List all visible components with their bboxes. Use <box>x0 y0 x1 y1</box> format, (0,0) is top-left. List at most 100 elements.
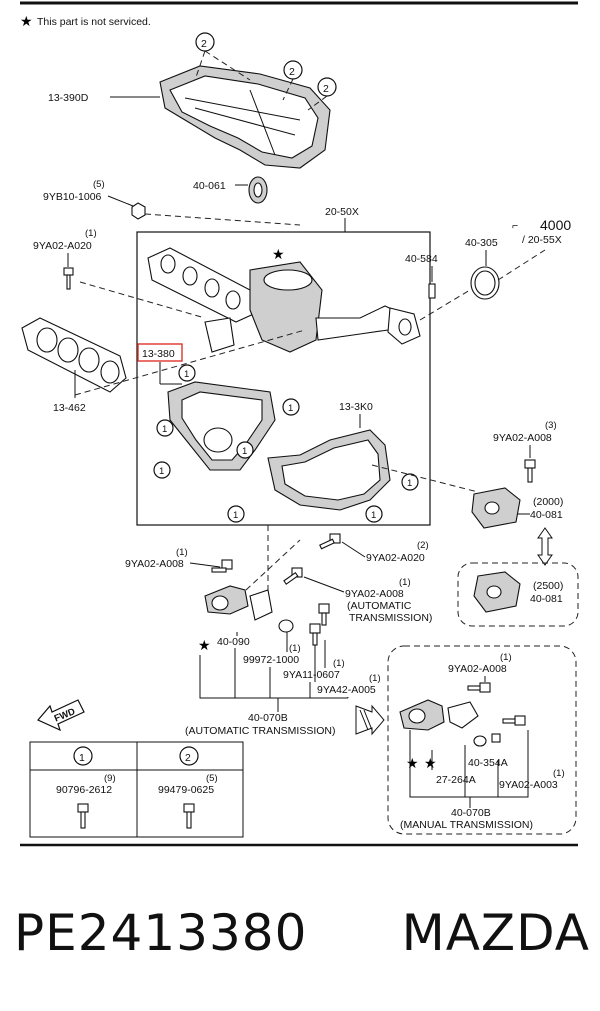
svg-text:1: 1 <box>184 369 189 380</box>
exhaust-manifold-parts-diagram: ★ This part is not serviced. 13-390D 2 2… <box>20 1 579 847</box>
bolt-icon-99479 <box>183 803 195 829</box>
label-automatic-2: TRANSMISSION) <box>349 612 432 624</box>
bolt-9ya02-a020-mid <box>319 533 341 550</box>
ref-arrow-icon: ⌐ <box>512 220 518 232</box>
callout-2-b: 2 <box>283 60 303 80</box>
nut-9yb10 <box>131 202 146 220</box>
svg-text:1: 1 <box>371 510 376 521</box>
label-9ya02-a020-left: 9YA02-A020 <box>33 240 92 252</box>
bolt-9ya11-0607 <box>318 603 330 626</box>
label-40-081-a: 40-081 <box>530 509 563 521</box>
svg-text:2: 2 <box>323 83 329 95</box>
star-icon: ★ <box>406 755 419 771</box>
svg-text:1: 1 <box>242 446 247 457</box>
label-automatic-1: (AUTOMATIC <box>347 600 412 612</box>
callout-1-g: 1 <box>227 505 245 523</box>
caption-automatic-transmission: (AUTOMATIC TRANSMISSION) <box>185 725 336 737</box>
label-40-354a: 40-354A <box>468 757 508 769</box>
heat-insulator-upper <box>159 65 331 169</box>
heat-insulator-lower <box>167 381 276 471</box>
stud-40-584 <box>428 283 436 299</box>
exhaust-manifold <box>147 247 421 353</box>
label-9ya02-a008-right: 9YA02-A008 <box>493 432 552 444</box>
svg-text:1: 1 <box>79 752 85 764</box>
callout-1-f: 1 <box>401 473 419 491</box>
caption-manual-transmission: (MANUAL TRANSMISSION) <box>400 819 533 831</box>
label-9ya02-a008-at: 9YA02-A008 <box>345 588 404 600</box>
svg-text:2: 2 <box>185 752 191 764</box>
label-27-264a: 27-264A <box>436 774 476 786</box>
label-9ya02-a008-mt: 9YA02-A008 <box>448 663 507 675</box>
svg-text:(1): (1) <box>500 652 512 663</box>
label-13-462: 13-462 <box>53 402 86 414</box>
svg-text:4000: 4000 <box>540 217 571 233</box>
svg-text:2: 2 <box>201 38 207 50</box>
label-40-305: 40-305 <box>465 237 498 249</box>
bolt-40-354a <box>491 733 501 743</box>
svg-text:FWD: FWD <box>53 706 77 724</box>
bolt-9ya02-a008-mt <box>467 682 491 693</box>
svg-text:(5): (5) <box>206 773 218 784</box>
star-icon: ★ <box>20 13 33 29</box>
svg-text:1: 1 <box>407 478 412 489</box>
label-9ya11-0607: 9YA11-0607 <box>283 669 340 681</box>
assembly-box-20-50x <box>136 231 431 526</box>
label-9ya42-a005: 9YA42-A005 <box>317 684 376 696</box>
svg-text:(3): (3) <box>545 420 557 431</box>
svg-text:2: 2 <box>289 66 295 78</box>
svg-text:1: 1 <box>233 510 238 521</box>
star-icon: ★ <box>272 246 285 262</box>
svg-text:1: 1 <box>159 466 164 477</box>
callout-1-h: 1 <box>365 505 383 523</box>
legend-callout-1: 1 <box>73 746 93 766</box>
part-number: PE2413380 <box>14 904 308 962</box>
svg-text:/ 20-55X: / 20-55X <box>522 234 562 246</box>
svg-text:(1): (1) <box>333 658 345 669</box>
label-9ya02-a020-mid: 9YA02-A020 <box>366 552 425 564</box>
legend-part-90796-2612: 90796-2612 <box>56 784 112 796</box>
svg-text:(1): (1) <box>399 577 411 588</box>
label-40-070b-mt: 40-070B <box>451 807 491 819</box>
highlight-box-13-380 <box>137 343 183 362</box>
bolt-9ya02-a008-right <box>524 459 536 483</box>
gasket-ring-40-305 <box>470 266 500 300</box>
svg-text:1: 1 <box>162 424 167 435</box>
engine-mount-mt <box>399 699 487 747</box>
bracket-40-081-2500 <box>473 571 521 613</box>
svg-text:(1): (1) <box>553 768 565 779</box>
svg-text:(2500): (2500) <box>533 580 563 592</box>
label-13-380: 13-380 <box>142 348 175 360</box>
callout-2-c: 2 <box>317 77 337 97</box>
bolt-9ya02-a008-at <box>283 567 303 585</box>
brand-name: MAZDA <box>401 904 590 962</box>
label-40-584: 40-584 <box>405 253 438 265</box>
svg-text:(1): (1) <box>289 643 301 654</box>
footer-caption: PE2413380 MAZDA <box>14 893 590 973</box>
legend-callout-2: 2 <box>179 746 199 766</box>
label-9ya02-a008-left: 9YA02-A008 <box>125 558 184 570</box>
part-40-061 <box>248 176 268 204</box>
variant-box-2500 <box>457 562 579 627</box>
callout-1-d: 1 <box>153 461 171 479</box>
callout-1-a: 1 <box>178 364 196 382</box>
label-13-390d: 13-390D <box>48 92 89 104</box>
bolt-9ya02-a008-left <box>211 559 233 573</box>
label-9yb10-1006: 9YB10-1006 <box>43 191 102 203</box>
note-text: This part is not serviced. <box>37 16 151 28</box>
fwd-arrow-icon: FWD <box>37 699 85 732</box>
label-99972-1000: 99972-1000 <box>243 654 299 666</box>
svg-text:(2000): (2000) <box>533 496 563 508</box>
bolt-icon-90796 <box>77 803 89 829</box>
label-20-50x: 20-50X <box>325 206 359 218</box>
label-13-3k0: 13-3K0 <box>339 401 373 413</box>
label-40-090: 40-090 <box>217 636 250 648</box>
label-40-081-b: 40-081 <box>530 593 563 605</box>
engine-mount-at <box>204 585 294 633</box>
svg-text:(9): (9) <box>104 773 116 784</box>
label-40-061: 40-061 <box>193 180 226 192</box>
bracket-40-081-2000 <box>471 487 521 529</box>
svg-text:(1): (1) <box>176 547 188 558</box>
reference-4000: ⌐ 4000 / 20-55X <box>512 217 571 246</box>
bolt-9ya42-a005 <box>309 623 321 646</box>
legend-part-99479-0625: 99479-0625 <box>158 784 214 796</box>
